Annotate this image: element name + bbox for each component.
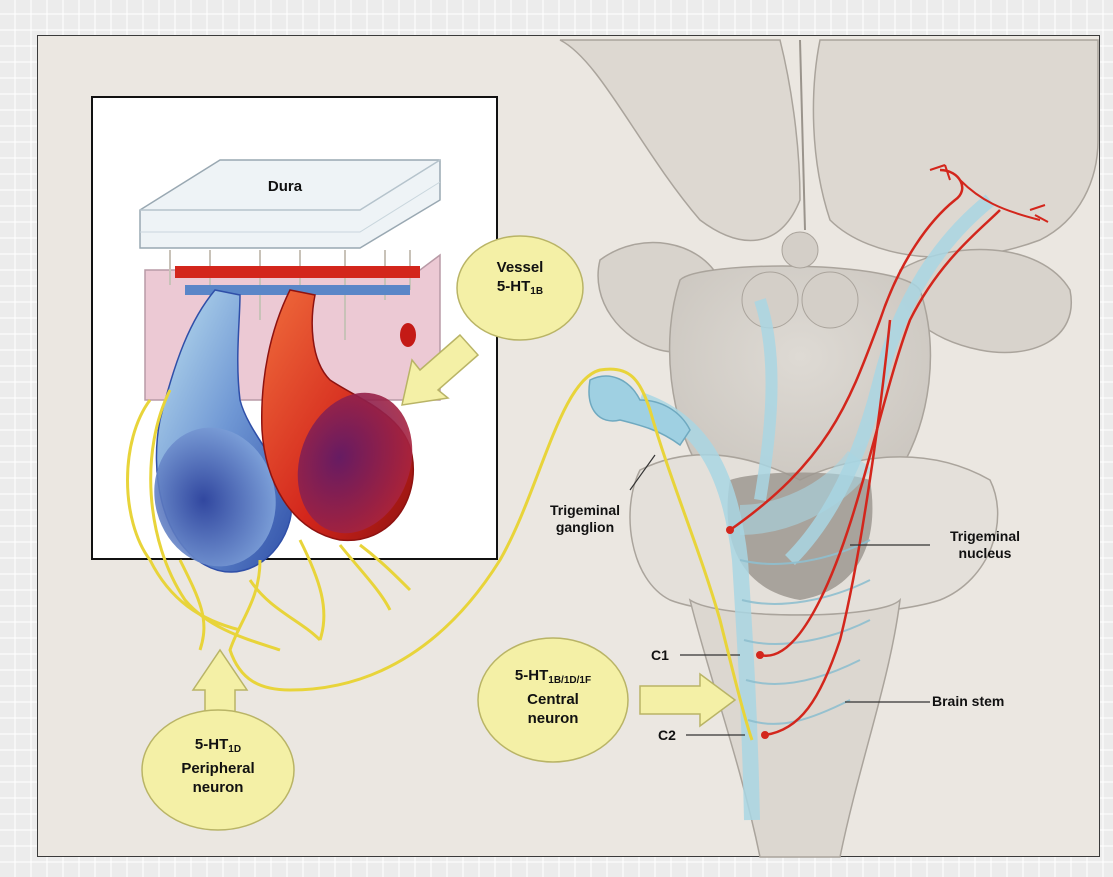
c2-label: C2 bbox=[652, 727, 682, 744]
peripheral-receptor-sub: 1D bbox=[228, 744, 241, 755]
trigeminal-nucleus-label-line2: nucleus bbox=[930, 545, 1040, 562]
central-callout-text: 5-HT1B/1D/1F Central neuron bbox=[488, 666, 618, 728]
trigeminal-ganglion-label-line1: Trigeminal bbox=[530, 502, 640, 519]
vessel-receptor-sub: 1B bbox=[530, 286, 543, 297]
trigeminal-ganglion-label-line2: ganglion bbox=[530, 519, 640, 536]
central-receptor-main: 5-HT bbox=[515, 667, 548, 684]
central-receptor-sub: 1B/1D/1F bbox=[548, 675, 591, 686]
peripheral-receptor-main: 5-HT bbox=[195, 736, 228, 753]
vessel-callout-line2: 5-HT1B bbox=[470, 277, 570, 301]
c1-label: C1 bbox=[645, 647, 675, 664]
brain-illustration bbox=[560, 40, 1098, 857]
trigeminal-nucleus-label: Trigeminal nucleus bbox=[930, 528, 1040, 562]
left-hemisphere bbox=[560, 40, 800, 240]
central-callout-line2: Central bbox=[488, 690, 618, 709]
brain-stem-label: Brain stem bbox=[932, 693, 1052, 710]
dura-label: Dura bbox=[255, 178, 315, 195]
peripheral-callout-text: 5-HT1D Peripheral neuron bbox=[158, 735, 278, 797]
vessel-receptor-main: 5-HT bbox=[497, 278, 530, 295]
peripheral-callout-line1: 5-HT1D bbox=[158, 735, 278, 759]
central-callout-line1: 5-HT1B/1D/1F bbox=[488, 666, 618, 690]
central-callout-line3: neuron bbox=[488, 709, 618, 728]
peripheral-callout-line2: Peripheral bbox=[158, 759, 278, 778]
vessel-callout-text: Vessel 5-HT1B bbox=[470, 258, 570, 301]
trigeminal-ganglion-label: Trigeminal ganglion bbox=[530, 502, 640, 536]
peripheral-callout-line3: neuron bbox=[158, 778, 278, 797]
trigeminal-nucleus-label-line1: Trigeminal bbox=[930, 528, 1040, 545]
vessel-callout-line1: Vessel bbox=[470, 258, 570, 277]
